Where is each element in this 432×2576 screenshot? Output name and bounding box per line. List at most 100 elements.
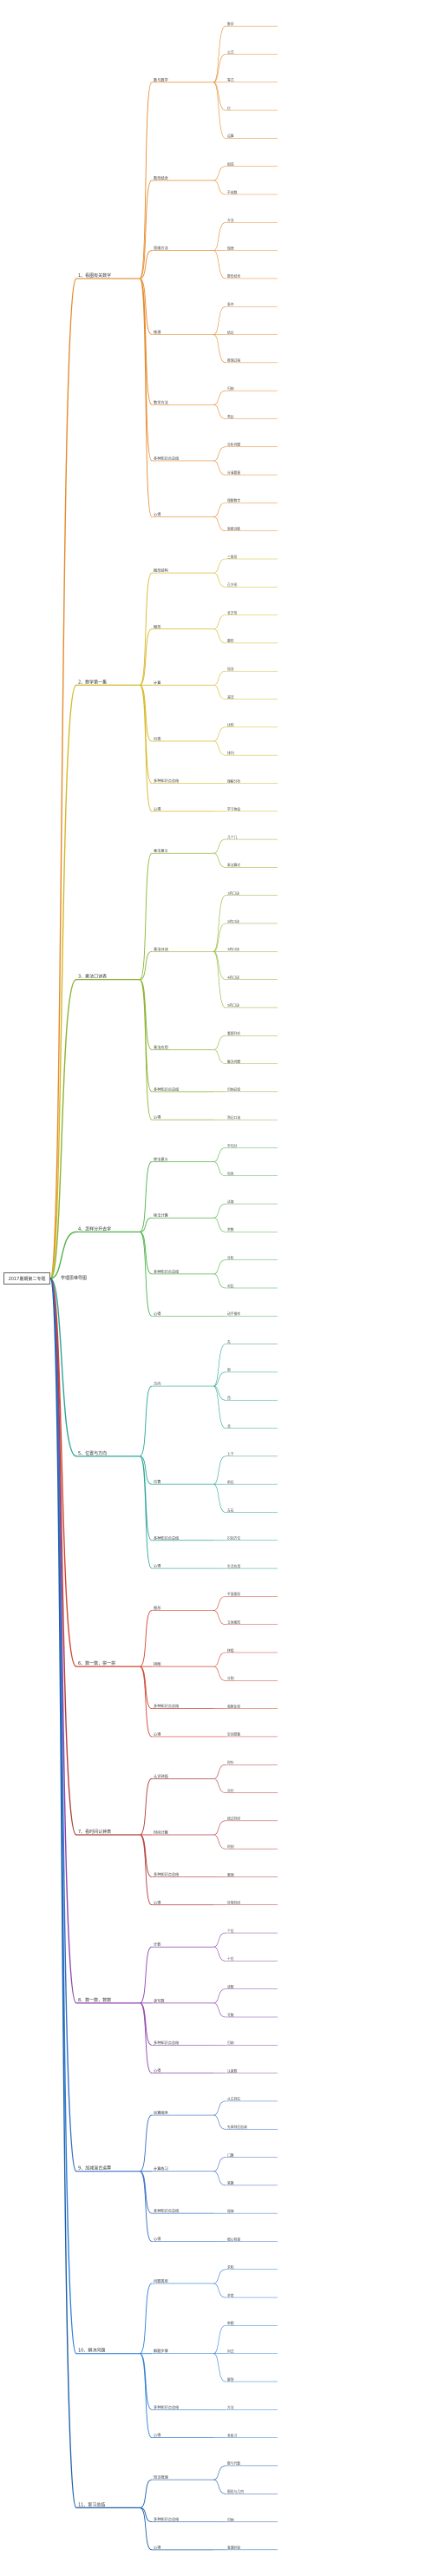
item-node[interactable]: 时针 (227, 1760, 234, 1764)
chapter-node[interactable]: 9、加减混合运算 (78, 2165, 111, 2172)
group-node[interactable]: 图形结构 (154, 568, 168, 574)
chapter-node[interactable]: 1、看图有关数字 (78, 273, 111, 279)
group-node[interactable]: 多种知识点总结 (154, 1268, 179, 1274)
item-node[interactable]: 列式 (227, 2349, 234, 2353)
item-node[interactable]: 整理 (227, 1872, 234, 1876)
item-node[interactable]: 5的口诀 (227, 1003, 239, 1008)
item-node[interactable]: 平面图形 (227, 1592, 240, 1596)
item-node[interactable]: 归纳总结 (227, 1088, 240, 1092)
chapter-node[interactable]: 2、数学第一集 (78, 679, 107, 685)
item-node[interactable]: 对比 (227, 1284, 234, 1288)
group-node[interactable]: 多种知识点总结 (154, 2516, 179, 2522)
group-node[interactable]: 思维方法 (154, 245, 168, 251)
item-node[interactable]: 数与代数 (227, 2461, 240, 2466)
chapter-node[interactable]: 6、数一数，拼一拼 (78, 1660, 115, 1666)
item-node[interactable]: 写数 (227, 2013, 234, 2017)
item-node[interactable]: 读数 (227, 1984, 234, 1988)
item-node[interactable]: 推理过程 (227, 358, 240, 363)
group-node[interactable]: 计算练习 (154, 2165, 168, 2172)
item-node[interactable]: 解决问题 (227, 1059, 240, 1063)
item-node[interactable]: 余数 (227, 1227, 234, 1232)
group-node[interactable]: 数学方法 (154, 399, 168, 405)
item-node[interactable]: 类比 (227, 414, 234, 418)
group-node[interactable]: 时间计算 (154, 1830, 168, 1836)
group-node[interactable]: 乘法应用 (154, 1044, 168, 1050)
group-node[interactable]: 心得 (154, 1114, 160, 1120)
chapter-node[interactable]: 10、解决问题 (78, 2348, 105, 2354)
group-node[interactable]: 心得 (154, 2544, 160, 2549)
item-node[interactable]: 运算 (227, 134, 234, 138)
item-node[interactable]: 几个几 (227, 835, 238, 839)
item-node[interactable]: 归纳 (227, 2517, 234, 2521)
item-node[interactable]: 规律 (227, 246, 234, 250)
item-node[interactable]: 西 (227, 1396, 231, 1400)
group-node[interactable]: 乘法意义 (154, 848, 169, 854)
root-node[interactable]: 2017暑期第二专题 (3, 1272, 50, 1285)
item-node[interactable]: 珍惜时间 (227, 1901, 240, 1905)
group-node[interactable]: 乘法口诀 (154, 946, 169, 952)
item-node[interactable]: 减法 (227, 694, 234, 699)
group-node[interactable]: 心得 (154, 1563, 160, 1568)
item-node[interactable]: 解答 (227, 2377, 234, 2382)
group-node[interactable]: 运算顺序 (154, 2110, 168, 2116)
group-node[interactable]: 图形 (154, 1605, 161, 1611)
item-node[interactable]: 个位 (227, 1929, 234, 1933)
item-node[interactable]: 前后 (227, 1480, 234, 1484)
item-node[interactable]: 分析 (227, 1255, 234, 1259)
item-node[interactable]: 熟记口诀 (227, 1115, 240, 1120)
item-node[interactable]: 试商 (227, 1199, 234, 1204)
item-node[interactable]: 多练习 (227, 2433, 238, 2437)
group-node[interactable]: 多种知识点总结 (154, 2040, 179, 2046)
item-node[interactable]: 包含 (227, 1172, 234, 1176)
chapter-node[interactable]: 7、看时间认钟表 (78, 1829, 111, 1835)
group-node[interactable]: 数与数学 (154, 76, 168, 82)
group-node[interactable]: 多种知识点总结 (154, 1534, 179, 1541)
item-node[interactable]: 求差 (227, 2293, 234, 2297)
item-node[interactable]: 数学 (227, 22, 234, 26)
group-node[interactable]: 心得 (154, 805, 160, 811)
group-node[interactable]: 多种知识点总结 (154, 1871, 179, 1877)
item-node[interactable]: 左右 (227, 1508, 234, 1512)
group-node[interactable]: 位置 (154, 1479, 160, 1485)
group-node[interactable]: 心得 (154, 2432, 160, 2437)
group-node[interactable]: 除法意义 (154, 1156, 169, 1162)
group-node[interactable]: 心得 (154, 2067, 160, 2073)
group-node[interactable]: 方向 (154, 1381, 160, 1387)
group-node[interactable]: 解题步骤 (154, 2348, 168, 2354)
item-node[interactable]: 十位 (227, 1956, 234, 1961)
item-node[interactable]: 分析问题 (227, 443, 240, 447)
item-node[interactable]: 4的口诀 (227, 975, 239, 979)
group-node[interactable]: 计算 (154, 680, 160, 686)
item-node[interactable]: 上下 (227, 1452, 234, 1456)
group-node[interactable]: 计数 (154, 1942, 161, 1948)
item-node[interactable]: 北 (227, 1423, 231, 1428)
item-node[interactable]: 识别方位 (227, 1536, 240, 1541)
item-node[interactable]: 正方形 (227, 582, 238, 587)
item-node[interactable]: 生活应用 (227, 1564, 240, 1568)
group-node[interactable]: 多种知识点总结 (154, 1086, 179, 1092)
item-node[interactable]: 看图列式 (227, 1031, 240, 1035)
group-node[interactable]: 拼图 (154, 1661, 160, 1667)
item-node[interactable]: 从左到右 (227, 2097, 240, 2101)
item-node[interactable]: 2的口诀 (227, 919, 239, 923)
item-node[interactable]: 乘法算式 (227, 863, 240, 867)
item-node[interactable]: 结论 (227, 330, 234, 334)
group-node[interactable]: 心得 (154, 1311, 160, 1316)
group-node[interactable]: 心得 (154, 1899, 160, 1904)
group-node[interactable]: 多种知识点总结 (154, 778, 179, 784)
item-node[interactable]: 不成数 (227, 190, 238, 194)
group-node[interactable]: 心得 (154, 1731, 160, 1736)
group-node[interactable]: 推理 (154, 329, 161, 335)
item-node[interactable]: 条件 (227, 302, 234, 306)
item-node[interactable]: 南 (227, 1368, 231, 1372)
item-node[interactable]: 立体图形 (227, 1620, 240, 1624)
group-node[interactable]: 问题类型 (154, 2277, 168, 2284)
item-node[interactable]: 空间想象 (227, 1732, 240, 1737)
group-node[interactable]: 心得 (154, 511, 160, 516)
item-node[interactable]: 理解数字 (227, 498, 240, 503)
chapter-node[interactable]: 4、怎样分开去学 (78, 1226, 111, 1232)
item-node[interactable]: 平均分 (227, 1143, 238, 1147)
group-node[interactable]: 多种知识点总结 (154, 2404, 179, 2410)
group-node[interactable]: 图形 (154, 623, 161, 629)
item-node[interactable]: 归纳 (227, 386, 234, 391)
